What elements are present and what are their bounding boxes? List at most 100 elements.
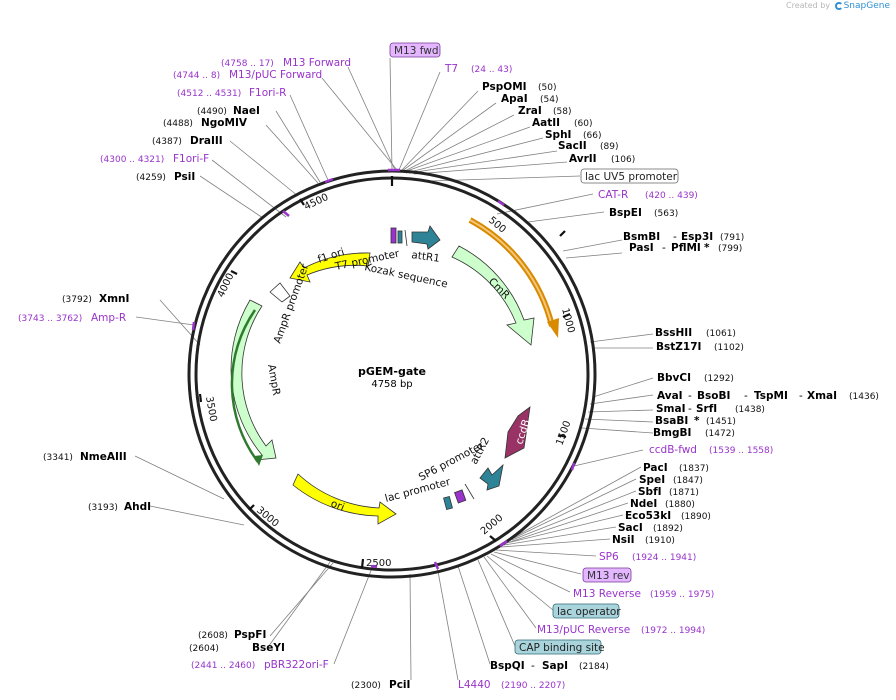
bmgbi-label[interactable]: BmgBI: [653, 427, 691, 439]
xmai-label[interactable]: XmaI: [807, 390, 837, 402]
smai-label[interactable]: SmaI: [656, 403, 686, 415]
tick-label-3500: 3500: [203, 396, 218, 423]
cat-r-label: CAT-R: [598, 189, 628, 201]
ngomiv-pos: (4488): [163, 119, 193, 129]
bseyi-pos: (2604): [189, 644, 219, 654]
f1ori-f-label: F1ori-F: [173, 153, 209, 165]
xmni-label[interactable]: XmnI: [99, 293, 129, 305]
eco53ki-label[interactable]: Eco53kI: [625, 510, 671, 522]
pspomi-pos: (50): [538, 83, 556, 93]
m13-forward-label: M13 Forward: [283, 57, 351, 69]
xmni-pos: (3792): [62, 295, 92, 305]
sapi-label[interactable]: SapI: [542, 660, 568, 672]
esp3i-label[interactable]: Esp3I: [681, 231, 713, 243]
sacii-label[interactable]: SacII: [558, 140, 587, 152]
nsii-label[interactable]: NsiI: [612, 534, 635, 546]
bstz17i-label[interactable]: BstZ17I: [656, 341, 701, 353]
avrii-label[interactable]: AvrII: [569, 153, 597, 165]
t7-label: T7: [444, 63, 458, 75]
sbfi-label[interactable]: SbfI: [638, 486, 662, 498]
sp6-range: (1924 .. 1941): [632, 553, 696, 563]
srfi-label[interactable]: SrfI: [696, 403, 717, 415]
spei-label[interactable]: SpeI: [639, 474, 665, 486]
pspfi-label[interactable]: PspFI: [234, 629, 266, 641]
bsmbi-label[interactable]: BsmBI: [623, 231, 660, 243]
bsabi-label[interactable]: BsaBI: [655, 415, 688, 427]
feature-label-ori: ori: [329, 498, 346, 514]
tick-label-4500: 4500: [303, 192, 331, 213]
cap-binding-box: [514, 639, 602, 655]
feature-label-attr1: attR1: [411, 249, 441, 265]
t7-range: (24 .. 43): [471, 65, 512, 75]
aatii-pos: (60): [574, 119, 592, 129]
lac-uv5-label: lac UV5 promoter: [585, 171, 678, 183]
avai-pos: (1436): [849, 392, 879, 402]
bsobi-label[interactable]: BsoBI: [697, 390, 730, 402]
feature-label-ampr: AmpR: [265, 363, 282, 396]
spei-pos: (1847): [673, 476, 703, 486]
feature-arrows: [230, 217, 559, 525]
ahdi-label[interactable]: AhdI: [124, 501, 151, 513]
bmgbi-pos: (1472): [705, 429, 735, 439]
pspomi-label[interactable]: PspOMI: [482, 81, 527, 93]
feature-label-lac-promoter: lac promoter: [384, 476, 453, 505]
bsshii-label[interactable]: BssHII: [655, 327, 692, 339]
ccdb-fwd-range: (1539 .. 1558): [709, 446, 773, 456]
snapgene-logo-icon: [834, 2, 843, 10]
pcii-label[interactable]: PciI: [389, 679, 410, 691]
ngomiv-label[interactable]: NgoMIV: [201, 117, 248, 129]
bsabi-pos: (1451): [706, 417, 736, 427]
nmeaiii-label[interactable]: NmeAIII: [80, 451, 127, 463]
saci-label[interactable]: SacI: [618, 522, 643, 534]
naei-label[interactable]: NaeI: [233, 105, 260, 117]
psii-label[interactable]: PsiI: [174, 171, 195, 183]
bbvci-label[interactable]: BbvCI: [657, 372, 691, 384]
l4440-range: (2190 .. 2207): [501, 681, 565, 691]
tick-label-2500: 2500: [366, 558, 391, 569]
created-by-text: Created by: [786, 1, 831, 10]
pspfi-pos: (2608): [198, 631, 228, 641]
cap-binding-label: CAP binding site: [519, 642, 605, 654]
feature-label-ampr-promoter: AmpR promoter: [272, 262, 312, 345]
bstz17i-pos: (1102): [714, 343, 744, 353]
pflmi-label[interactable]: PflMI: [671, 242, 701, 254]
plasmid-name: pGEM-gate: [358, 365, 426, 378]
svg-text:-: -: [744, 390, 748, 402]
cmr-arrow: [451, 245, 535, 346]
paci-label[interactable]: PacI: [643, 462, 668, 474]
psai-label[interactable]: PasI: [629, 242, 654, 254]
lac-operator-label: lac operator: [557, 606, 621, 618]
apai-pos: (54): [540, 95, 558, 105]
pcii-pos: (2300): [351, 681, 381, 691]
tspmi-label[interactable]: TspMI: [754, 390, 788, 402]
m13-forward-range: (4758 .. 17): [221, 59, 274, 69]
ori-arrow: [292, 473, 397, 525]
attr1-arrow: [411, 225, 441, 250]
svg-text:-: -: [688, 390, 692, 402]
svg-text:-: -: [688, 403, 692, 415]
pbr322ori-f-range: (2441 .. 2460): [191, 661, 255, 671]
bspqi-pos: (2184): [579, 662, 609, 672]
primer-marker-amp-r: [191, 321, 196, 331]
bsmbi-pos: (791): [720, 233, 744, 243]
primer-marker-pbr322: [370, 564, 378, 569]
m13-reverse-range: (1959 .. 1975): [650, 590, 714, 600]
ndei-label[interactable]: NdeI: [630, 498, 657, 510]
apai-label[interactable]: ApaI: [501, 93, 528, 105]
amp-r-range: (3743 .. 3762): [18, 314, 82, 324]
draiii-label[interactable]: DraIII: [190, 135, 223, 147]
sphi-label[interactable]: SphI: [545, 129, 571, 141]
primer-marker-cat-r: [497, 199, 505, 207]
bspqi-label[interactable]: BspQI: [490, 660, 525, 672]
attr2-arrow: [479, 463, 504, 491]
zrai-label[interactable]: ZraI: [518, 105, 542, 117]
m13puc-reverse-label: M13/pUC Reverse: [537, 624, 630, 636]
aatii-label[interactable]: AatII: [532, 117, 560, 129]
avai-label[interactable]: AvaI: [657, 390, 683, 402]
bspei-label[interactable]: BspEI: [609, 207, 642, 219]
sphi-pos: (66): [583, 131, 601, 141]
bseyi-label[interactable]: BseYI: [252, 642, 285, 654]
plasmid-length: 4758 bp: [371, 379, 412, 390]
tick-label-4000: 4000: [216, 272, 237, 300]
ccdb-arrow: [504, 406, 531, 459]
